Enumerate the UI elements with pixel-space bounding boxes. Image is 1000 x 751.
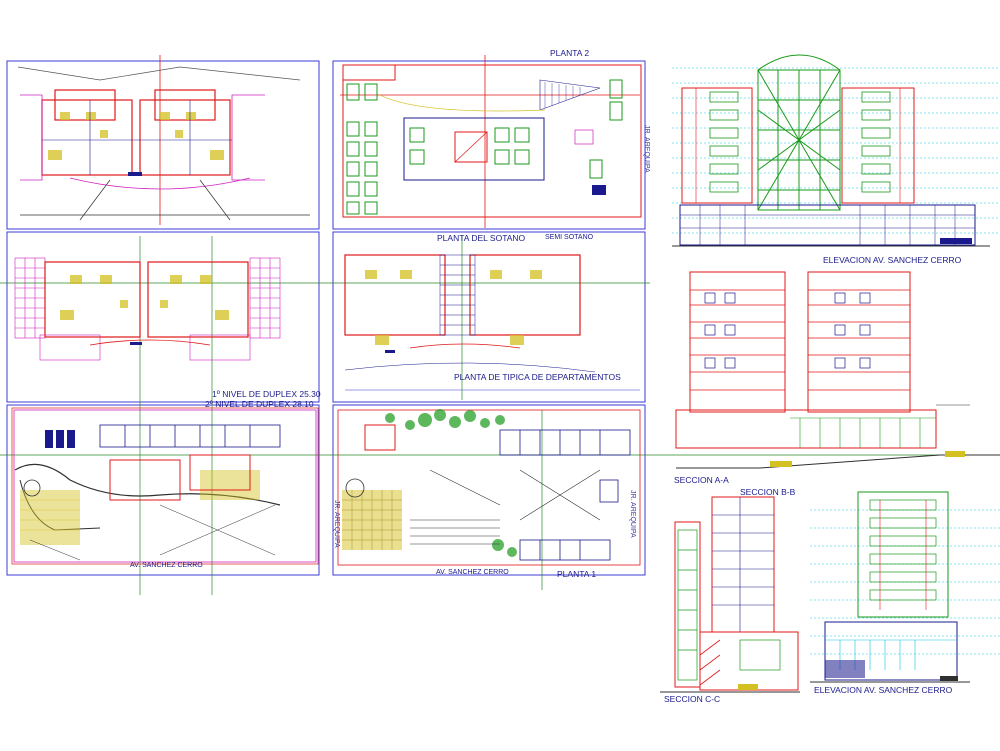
label-elevacion-top: ELEVACION AV. SANCHEZ CERRO xyxy=(823,255,962,265)
label-av-sanchez-cerro-left: AV. SANCHEZ CERRO xyxy=(130,562,203,569)
plan-ground-left xyxy=(11,407,319,565)
label-planta-1: PLANTA 1 xyxy=(557,569,597,579)
plan-duplex xyxy=(14,257,281,361)
label-planta-2: PLANTA 2 xyxy=(550,48,590,58)
plan-upper-left xyxy=(17,66,310,221)
plan-typical xyxy=(344,254,640,391)
label-av-sanchez-cerro-mid: AV. SANCHEZ CERRO xyxy=(436,569,509,576)
label-duplex-1: 1º NIVEL DE DUPLEX 25.30 xyxy=(212,389,321,399)
section-cc xyxy=(660,496,800,693)
label-planta-sotano: PLANTA DEL SOTANO xyxy=(437,233,526,243)
label-seccion-cc: SECCION C-C xyxy=(664,694,721,704)
plan-ground-1 xyxy=(337,409,641,566)
label-semi-sotano: SEMI SOTANO xyxy=(545,234,594,241)
section-aa xyxy=(675,271,1000,469)
plan-basement xyxy=(342,64,642,218)
label-planta-tipica: PLANTA DE TIPICA DE DEPARTAMENTOS xyxy=(454,372,621,382)
plan-panel-frames xyxy=(6,60,646,576)
label-jr-arequipa-2: JR. AREQUIPA xyxy=(333,500,340,548)
elevation-front-top xyxy=(672,54,1000,247)
label-jr-arequipa-3: JR. AREQUIPA xyxy=(629,490,636,538)
label-jr-arequipa-1: JR. AREQUIPA xyxy=(643,125,650,173)
section-bb xyxy=(810,491,1000,683)
label-seccion-aa: SECCION A-A xyxy=(674,475,729,485)
label-elevacion-bottom: ELEVACION AV. SANCHEZ CERRO xyxy=(814,685,953,695)
label-seccion-bb: SECCION B-B xyxy=(740,487,796,497)
label-duplex-2: 2º NIVEL DE DUPLEX 28.10 xyxy=(205,399,314,409)
